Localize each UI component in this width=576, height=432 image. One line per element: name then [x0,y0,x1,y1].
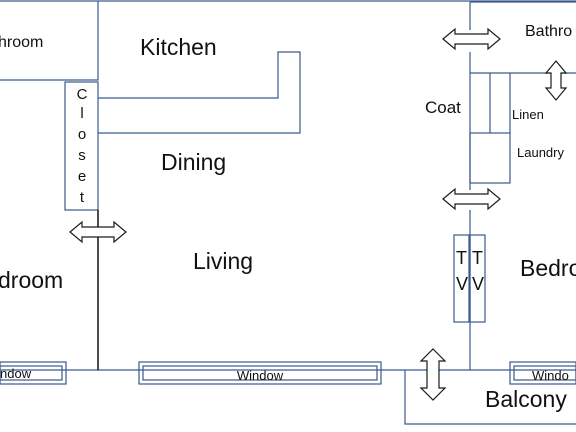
closet-box [64,81,99,211]
tv-unit-left [453,234,470,323]
door-arrow-balcony [419,348,447,401]
closet-letter: t [79,189,85,206]
room-label-bathroom-left: hroom [0,34,44,51]
window-label-left: ndow [0,366,32,381]
laundry-box [469,132,511,184]
door-arrow-laundry [442,187,501,211]
closet-letter: s [78,147,86,164]
room-label-kitchen: Kitchen [140,34,217,60]
closet-letter: l [80,105,84,122]
tv-letter: T [456,248,467,268]
window-right-frame [509,361,576,385]
window-right-inner [513,365,576,381]
window-label-right: Windo [532,368,569,383]
tv-letter: T [472,248,483,268]
door-arrow-bathroom-right [442,27,501,51]
window-center-frame [138,361,382,385]
door-arrow-linen [544,60,568,101]
tv-unit-right [469,234,486,323]
room-label-bedroom-right: Bedro [520,255,576,281]
room-label-living: Living [193,248,254,274]
window-left-inner [0,365,63,381]
window-left-frame [0,361,67,385]
room-label-bedroom-left: droom [0,267,64,293]
room-label-dining: Dining [161,149,227,175]
room-label-bathroom-right: Bathro [525,23,573,40]
closet-letter: o [77,126,87,143]
room-label-coat: Coat [425,98,461,117]
bathroom-left-wall [0,1,99,81]
tv-letter: V [472,274,485,294]
room-label-laundry: Laundry [517,145,564,160]
balcony-outline [404,370,576,425]
room-label-balcony: Balcony [485,386,567,412]
kitchen-counter [98,51,301,134]
room-label-linen: Linen [512,107,544,122]
window-center-inner [142,365,378,381]
door-arrow-bedroom-left [69,220,127,244]
tv-letter: V [456,274,469,294]
closet-letter: e [77,168,87,185]
window-label-center: Window [236,368,284,383]
closet-letter: C [76,86,88,103]
